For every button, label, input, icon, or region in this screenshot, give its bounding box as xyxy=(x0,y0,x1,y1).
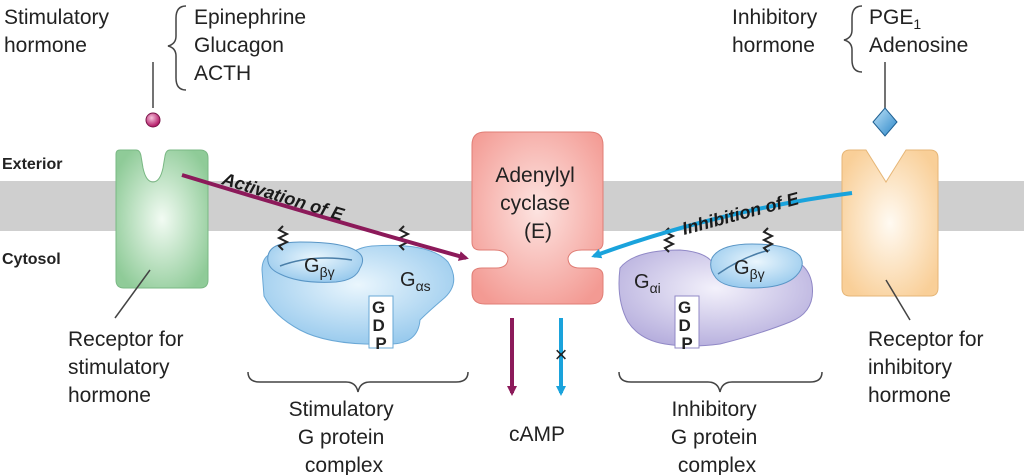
inhibitory-gdp-slot xyxy=(674,295,700,349)
stimulatory-receptor-label: Receptor for stimulatory hormone xyxy=(68,328,189,407)
stimulatory-g-alpha-label: Gαs xyxy=(400,269,431,294)
activation-arrow xyxy=(181,173,469,261)
adenylyl-cyclase xyxy=(471,131,604,305)
stimulatory-complex-label: Stimulatory G protein complex xyxy=(289,398,400,475)
inhibitory-g-alpha-label: Gαi xyxy=(634,271,661,296)
cytosol-label: Cytosol xyxy=(2,251,61,268)
stimulatory-g-beta-gamma-label: Gβγ xyxy=(304,255,335,280)
inhibitory-g-beta-gamma-label: Gβγ xyxy=(734,257,765,282)
inhibitory-hormone-molecule xyxy=(872,107,898,137)
inhibitory-receptor xyxy=(841,149,939,297)
block-mark: × xyxy=(555,342,568,367)
stimulatory-hormone-label: Stimulatory hormone xyxy=(4,6,115,57)
inhibitory-lipid-anchor-2 xyxy=(761,227,775,253)
stimulatory-gdp-label: G D P xyxy=(372,298,390,353)
inhibitory-hormone-label: Inhibitory hormone xyxy=(732,6,823,57)
stimulatory-lipid-anchor-1 xyxy=(276,225,290,251)
inhibitory-gdp-label: G D P xyxy=(678,298,696,353)
stimulatory-receptor-pointer xyxy=(114,269,151,319)
camp-label: cAMP xyxy=(509,423,565,446)
stimulatory-hormone-list: Epinephrine Glucagon ACTH xyxy=(194,6,312,85)
adenylyl-cyclase-label: Adenylyl cyclase (E) xyxy=(495,164,580,243)
inhibitory-receptor-label: Receptor for inhibitory hormone xyxy=(868,328,989,407)
exterior-label: Exterior xyxy=(2,156,62,173)
stimulatory-g-beta-gamma xyxy=(267,241,364,283)
inhibition-arrow xyxy=(591,191,853,259)
inhibitory-g-beta-gamma xyxy=(710,243,803,289)
stimulatory-complex-brace xyxy=(247,371,469,393)
stimulatory-g-beta-gamma-groove xyxy=(279,257,353,267)
inhibitory-hormone-brace xyxy=(843,5,863,73)
inhibitory-g-beta-gamma-groove xyxy=(717,249,771,275)
stimulatory-gdp-slot xyxy=(368,295,394,349)
stimulatory-hormone-brace xyxy=(167,5,187,91)
inhibitory-receptor-pointer xyxy=(885,279,911,321)
inhibitory-complex-brace xyxy=(618,371,823,393)
stimulatory-hormone-molecule xyxy=(145,112,161,128)
stimulatory-receptor xyxy=(115,149,209,289)
inhibitory-complex-label: Inhibitory G protein complex xyxy=(671,398,763,475)
inhibitory-hormone-list: PGE1 Adenosine xyxy=(869,6,968,57)
